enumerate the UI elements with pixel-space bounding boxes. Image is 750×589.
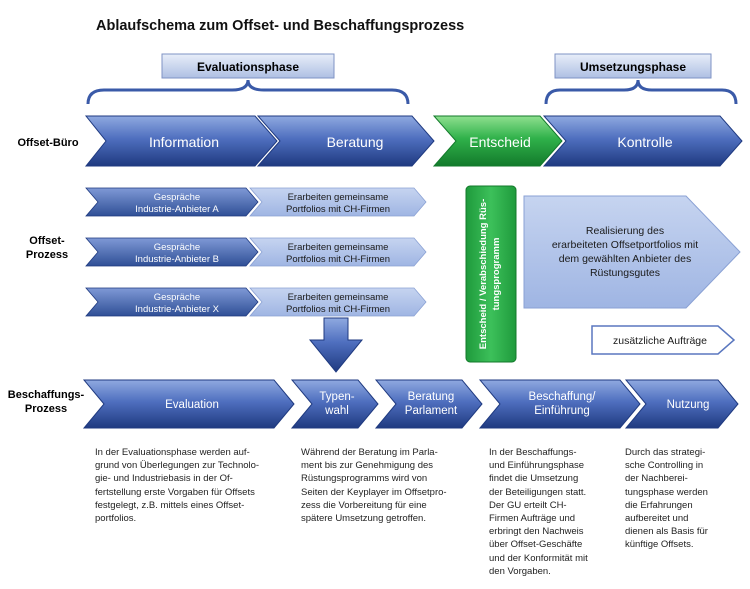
portfolio-b-line1: Erarbeiten gemeinsame: [288, 242, 389, 253]
arrow-zusaetzliche-auftraege: [591, 325, 736, 355]
arrow-gespraeche-b: [85, 237, 259, 267]
gespraeche-a-line1: Gespräche: [154, 192, 200, 203]
chevron-nutzung: [624, 379, 739, 429]
chevron-typenwahl: [290, 379, 379, 429]
arrow-gespraeche-a: [85, 187, 259, 217]
gespraeche-a-line2: Industrie-Anbieter A: [135, 204, 219, 215]
chevron-beschaffung-line2: Einführung: [534, 405, 590, 417]
row-label-beschaffung-2: Prozess: [25, 403, 67, 415]
brace-umsetzung: [544, 79, 738, 105]
chevron-beschaffung-einfuehrung: [478, 379, 641, 429]
zusaetzliche-auftraege-label: zusätzliche Aufträge: [613, 335, 707, 347]
description-evaluation: In der Evaluationsphase werden auf- grun…: [95, 447, 260, 525]
row-label-offset-prozess-1: Offset-: [29, 235, 65, 247]
chevron-nutzung-label: Nutzung: [667, 399, 710, 411]
phase-label-umsetzung: Umsetzungsphase: [580, 60, 686, 74]
chevron-kontrolle: [542, 115, 743, 167]
gespraeche-b-line2: Industrie-Anbieter B: [135, 254, 219, 265]
chevron-beratung-label: Beratung: [327, 134, 384, 150]
description-beratung: Während der Beratung im Parla- ment bis …: [301, 447, 447, 525]
gespraeche-x-line2: Industrie-Anbieter X: [135, 304, 220, 315]
arrow-realisierung: [523, 195, 741, 309]
arrow-gespraeche-x: [85, 287, 259, 317]
phase-box-evaluation: [161, 53, 335, 79]
down-arrow-icon: [308, 317, 364, 373]
realisierung-line3: dem gewählten Anbieter des: [559, 253, 692, 265]
row-label-beschaffung-1: Beschaffungs-: [8, 389, 85, 401]
chevron-entscheid-label: Entscheid: [469, 134, 530, 150]
chevron-beratung: [256, 115, 435, 167]
green-box-line2: tungsprogramm: [491, 238, 502, 311]
chevron-beratung-parlament-line2: Parlament: [405, 405, 458, 417]
description-nutzung: Durch das strategi- sche Controlling in …: [625, 447, 708, 551]
portfolio-a-line2: Portfolios mit CH-Firmen: [286, 204, 390, 215]
chevron-beratung-parlament-line1: Beratung: [408, 391, 455, 403]
phase-label-evaluation: Evaluationsphase: [197, 60, 299, 74]
brace-evaluation: [86, 79, 410, 105]
gespraeche-x-line1: Gespräche: [154, 292, 200, 303]
realisierung-line2: erarbeiteten Offsetportfolios mit: [552, 239, 698, 251]
gespraeche-b-line1: Gespräche: [154, 242, 200, 253]
description-beschaffung: In der Beschaffungs- und Einführungsphas…: [489, 447, 588, 577]
portfolio-x-line1: Erarbeiten gemeinsame: [288, 292, 389, 303]
chevron-beschaffung-line1: Beschaffung/: [529, 391, 597, 403]
page-title: Ablaufschema zum Offset- und Beschaffung…: [96, 18, 465, 34]
row-label-offset-prozess-2: Prozess: [26, 249, 68, 261]
portfolio-a-line1: Erarbeiten gemeinsame: [288, 192, 389, 203]
arrow-portfolio-x: [249, 287, 427, 317]
green-entscheid-box: [465, 185, 517, 363]
chevron-typenwahl-line2: wahl: [324, 405, 349, 417]
row-label-offset-buero: Offset-Büro: [17, 137, 78, 149]
portfolio-b-line2: Portfolios mit CH-Firmen: [286, 254, 390, 265]
chevron-beratung-parlament: [374, 379, 483, 429]
chevron-evaluation: [82, 379, 295, 429]
phase-box-umsetzung: [554, 53, 712, 79]
arrow-portfolio-a: [249, 187, 427, 217]
chevron-kontrolle-label: Kontrolle: [617, 134, 672, 150]
chevron-entscheid: [432, 115, 563, 167]
chevron-information: [84, 115, 278, 167]
chevron-information-label: Information: [149, 134, 219, 150]
realisierung-line1: Realisierung des: [586, 225, 664, 237]
realisierung-line4: Rüstungsgutes: [590, 267, 660, 279]
chevron-evaluation-label: Evaluation: [165, 399, 219, 411]
chevron-typenwahl-line1: Typen-: [319, 391, 354, 403]
arrow-portfolio-b: [249, 237, 427, 267]
green-box-line1: Entscheid / Verabschiedung Rüs-: [478, 199, 489, 349]
portfolio-x-line2: Portfolios mit CH-Firmen: [286, 304, 390, 315]
